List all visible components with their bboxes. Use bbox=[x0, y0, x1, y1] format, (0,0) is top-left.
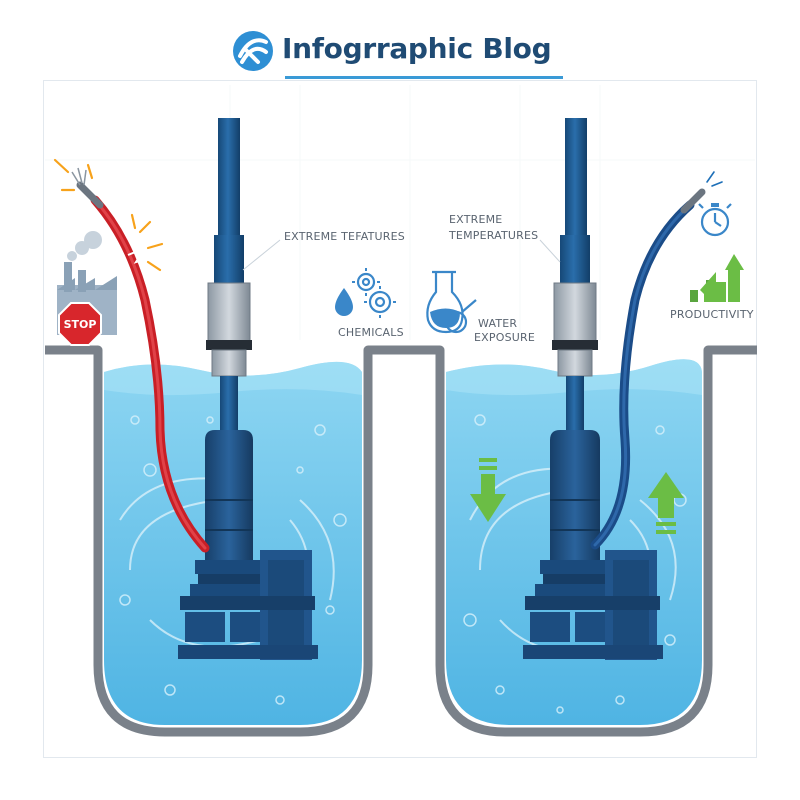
brand-title: Infogrraphic Blog bbox=[282, 32, 552, 65]
productivity-label: PRODUCTIVITY bbox=[670, 308, 754, 321]
header: Infogrraphic Blog bbox=[0, 22, 800, 82]
spark-icon bbox=[53, 158, 164, 272]
left-pump bbox=[178, 118, 318, 660]
down-arrow-icon bbox=[470, 458, 506, 522]
right-pump bbox=[523, 118, 663, 660]
bubbles bbox=[119, 414, 687, 714]
stop-sign-text: STOP bbox=[64, 318, 97, 331]
stopwatch-icon bbox=[698, 203, 732, 237]
background-grid bbox=[45, 85, 755, 340]
right-temperatures-label-line2: TEMPERATURES bbox=[449, 229, 539, 242]
left-failing-cable bbox=[71, 167, 210, 553]
title-underline bbox=[285, 76, 563, 79]
water-label-line1: WATER bbox=[478, 317, 518, 330]
right-extreme-label-line1: EXTREME bbox=[449, 213, 503, 226]
exposure-label-line2: EXPOSURE bbox=[474, 331, 536, 344]
content-frame bbox=[43, 80, 757, 758]
logo-icon[interactable] bbox=[232, 30, 274, 72]
right-healthy-cable bbox=[590, 171, 723, 550]
up-arrow-icon bbox=[648, 472, 684, 534]
productivity-chart-icon bbox=[690, 254, 744, 302]
chemicals-label: CHEMICALS bbox=[338, 326, 404, 339]
chemicals-icon bbox=[335, 268, 396, 318]
left-extreme-temp-label: EXTREME TEFATURES bbox=[284, 230, 405, 243]
stop-sign-icon: STOP bbox=[58, 302, 102, 346]
flask-icon bbox=[426, 270, 477, 334]
